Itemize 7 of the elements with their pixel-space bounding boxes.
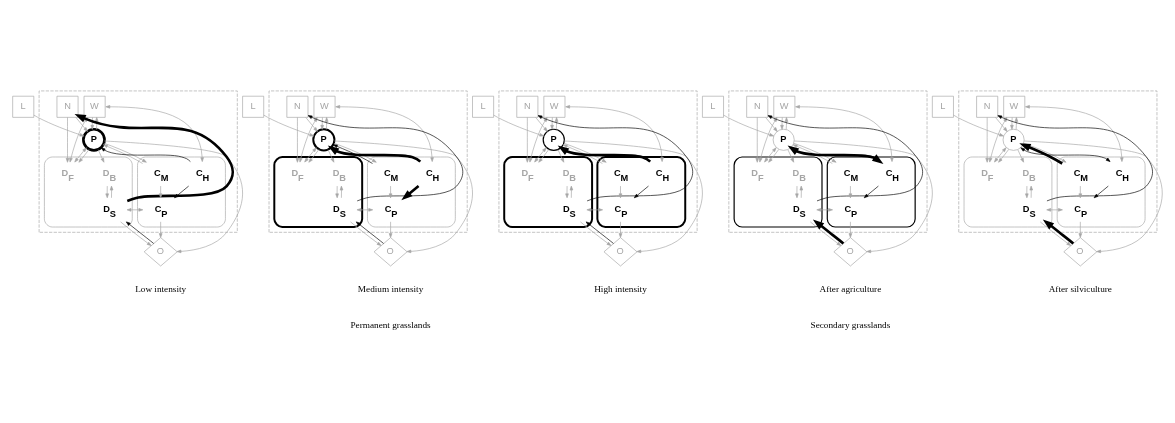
label: Secondary grasslands xyxy=(810,319,891,330)
label: Low intensity xyxy=(135,284,187,295)
label: High intensity xyxy=(594,284,647,295)
label: After agriculture xyxy=(819,284,882,295)
label: Permanent grasslands xyxy=(350,319,431,330)
label: After silviculture xyxy=(1048,284,1112,295)
label: Medium intensity xyxy=(357,284,424,295)
